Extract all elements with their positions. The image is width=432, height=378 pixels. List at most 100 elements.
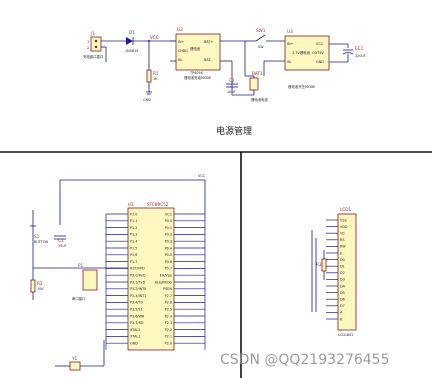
diode-symbol-icon (126, 37, 133, 45)
u2-pin-right-2: BAT- (204, 58, 212, 62)
u1-right-pin-label: P2.6 (165, 301, 172, 305)
u1-right-pin-label: EA/Vpp (160, 274, 172, 278)
u3-desc: 锂电池升压MODE (288, 84, 315, 89)
u1-left-pin-label: P3.5/T1 (130, 308, 143, 312)
y1-ref: Y1 (71, 356, 78, 361)
s1-button: S1 BUTTON (30, 210, 49, 244)
ec1-ref: EC1 (355, 46, 364, 51)
s1-label: BUTTON (34, 240, 49, 244)
u1-right-pin-label: P2.7 (165, 294, 172, 298)
u1-left-pin-label: P1.7 (130, 260, 137, 264)
lcd-pin-label: E (340, 251, 342, 255)
u1-right-pin-label: P2.2 (165, 328, 172, 332)
mcu-section: VCC U1 STC89C52 P1.0P1.1P1.2P1.3P1.4P1.5… (30, 174, 206, 371)
u1-right-pin-label: PSEN (163, 287, 172, 291)
u1-right-pin-label: P0.0 (165, 219, 172, 223)
r2-value: 10K (37, 287, 44, 291)
y1-crystal: Y1 (69, 356, 81, 371)
r2-ref: R2 (37, 281, 43, 286)
bat1-ref: BAT1 (252, 71, 263, 76)
u2-inner: 锂电池 (190, 46, 201, 51)
lcd-section: LCD1 LCD1602 VSSVDDV0RSRWED0D1D2D3D4D5D6… (311, 207, 357, 337)
u1-left-pin-label: P3.7/RD (130, 321, 144, 325)
u1-right-pin-label: P0.4 (165, 246, 172, 250)
u2-pin-left-2: CHRG (178, 49, 188, 53)
r3-potentiometer: R3 (316, 258, 327, 272)
u1-right-pin-label: VCC (165, 212, 173, 216)
r1-body (146, 69, 152, 83)
u1-body (127, 207, 175, 351)
lcd-pin-label: V0 (340, 232, 344, 236)
d1-diode: D1 1N5819 (125, 30, 138, 53)
u1-left-pin-label: P3.1/TxD (130, 280, 146, 284)
r1-resistor: R1 1K (146, 69, 159, 83)
u1-stc89c52: U1 STC89C52 P1.0P1.1P1.2P1.3P1.4P1.5P1.6… (106, 202, 205, 351)
d1-part: 1N5819 (125, 49, 138, 53)
u1-left-pin-label: P1.3 (130, 233, 137, 237)
u3-pin-left-2: IN- (287, 60, 293, 64)
vcc-net-label: VCC (150, 35, 159, 40)
u2-desc: 锂电池充电MODE (184, 75, 211, 80)
lcd-part: LCD1602 (338, 333, 354, 337)
r2-resistor: R2 10K (30, 279, 44, 293)
c2-capacitor: C2 10uF (226, 78, 238, 94)
lcd-pin-label: D6 (340, 298, 345, 302)
u1-part: STC89C52 (147, 202, 169, 207)
y1-body (69, 361, 81, 371)
r1-ref: R1 (153, 71, 159, 76)
u3-pin-left-1: IN+ (287, 42, 294, 46)
lcd-ref: LCD1 (340, 207, 351, 212)
sw1-ref: SW1 (256, 28, 266, 33)
lcd-body (337, 213, 357, 331)
u1-right-pin-label: P0.1 (165, 226, 172, 230)
u1-right-pin-label: P0.7 (165, 267, 172, 271)
lcd-pin-label: D3 (340, 278, 345, 282)
u1-left-pins: P1.0P1.1P1.2P1.3P1.4P1.5P1.6P1.7RST/VPDP… (106, 212, 146, 346)
u1-left-pin-label: P3.4/T0 (130, 301, 143, 305)
u2-part: TP4056 (189, 71, 203, 75)
u1-left-pin-label: P3.6/WR (130, 314, 145, 318)
mcu-vcc-label: VCC (198, 174, 206, 178)
u3-pin-right-3: GND (316, 60, 324, 64)
bat1-body (249, 77, 259, 91)
u1-right-pins: VCCP0.0P0.1P0.2P0.3P0.4P0.5P0.6P0.7EA/Vp… (155, 212, 205, 346)
u1-right-pin-label: P0.5 (165, 253, 172, 257)
u1-left-pin-label: P1.5 (130, 246, 137, 250)
u1-left-pin-label: XTAL1 (130, 335, 140, 339)
u1-left-pin-label: GND (130, 342, 138, 346)
u1-left-pin-label: P1.2 (130, 226, 137, 230)
u1-left-pin-label: P3.3/INT1 (130, 294, 146, 298)
bat1-battery: BAT1 锂电池电池 (244, 41, 269, 102)
u1-right-pin-label: P2.3 (165, 321, 172, 325)
lcd1602: LCD1 LCD1602 VSSVDDV0RSRWED0D1D2D3D4D5D6… (326, 207, 357, 337)
lcd-pin-label: VSS (340, 218, 347, 222)
lcd-pin-label: D5 (340, 291, 345, 295)
u1-left-pin-label: RST/VPD (130, 267, 145, 271)
gnd-label-1: GND (143, 98, 151, 102)
u1-left-pin-label: P1.6 (130, 253, 137, 257)
j1-connector: J1 充电接口插口 1 2 (83, 31, 103, 59)
s1-ref: S1 (34, 234, 40, 239)
u1-right-pin-label: ALE/PROG (155, 280, 173, 284)
lcd-pin-label: D1 (340, 265, 345, 269)
j1-body (90, 36, 102, 52)
r1-value: 1K (153, 77, 158, 81)
j1-pin2: 2 (87, 46, 89, 50)
c2-value: 10uF (227, 90, 235, 94)
u1-ref: U1 (128, 202, 134, 207)
bat1-desc: 锂电池电池 (251, 97, 269, 102)
sw1-label: SW (258, 45, 264, 49)
lcd-pin-label: D0 (340, 258, 345, 262)
power-section: J1 充电接口插口 1 2 D1 1N5819 VCC R1 1K GND (83, 27, 366, 137)
u2-pin-right-1: BAT+ (204, 40, 213, 44)
u1-left-pin-label: P3.2/INT0 (130, 287, 146, 291)
power-section-title: 电源管理 (216, 125, 252, 137)
u1-right-pin-label: P2.4 (165, 314, 172, 318)
lcd-pin-label: D4 (340, 284, 345, 288)
u2-tp4056: U2 IN+ CHRG IN- BAT+ BAT- 锂电池 TP4056 锂电池… (175, 27, 221, 80)
p1-ref: P1 (78, 263, 84, 268)
u3-ref: U3 (287, 29, 293, 34)
u3-part: 3.7V锂电池 (292, 50, 310, 55)
lcd-pin-label: K (340, 317, 343, 321)
csdn-watermark: CSDN @QQ2193276455 (220, 352, 389, 368)
